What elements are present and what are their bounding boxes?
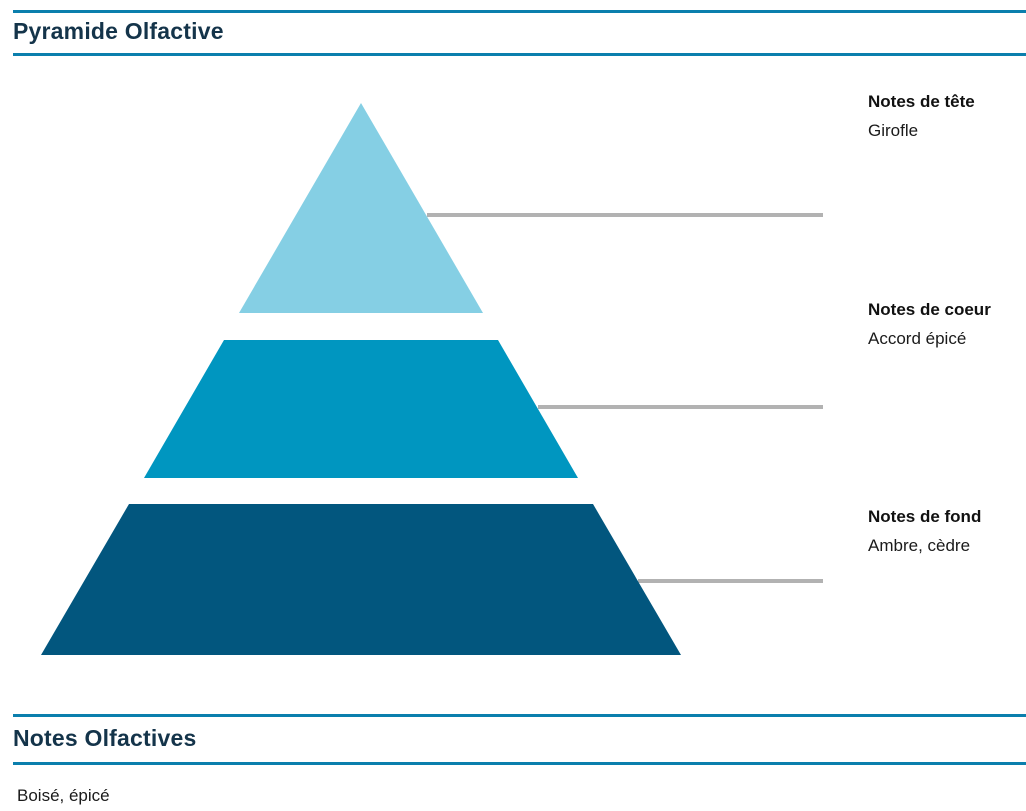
note-group-base: Notes de fond Ambre, cèdre xyxy=(868,506,1026,557)
pyramid-level-base xyxy=(41,504,681,655)
notes-section-title: Notes Olfactives xyxy=(13,725,197,751)
note-value-head: Girofle xyxy=(868,121,919,140)
divider-line xyxy=(13,53,1026,56)
notes-olfactives-value: Boisé, épicé xyxy=(17,786,110,805)
divider-line xyxy=(13,762,1026,765)
pyramid-section-title: Pyramide Olfactive xyxy=(13,18,224,44)
note-label-base: Notes de fond xyxy=(868,507,982,526)
note-value-heart: Accord épicé xyxy=(868,329,967,348)
note-group-heart: Notes de coeur Accord épicé xyxy=(868,299,1026,350)
note-value-base: Ambre, cèdre xyxy=(868,536,971,555)
note-group-head: Notes de tête Girofle xyxy=(868,91,1026,142)
pyramid-level-heart xyxy=(144,340,578,478)
divider-line xyxy=(13,714,1026,717)
note-label-heart: Notes de coeur xyxy=(868,300,991,319)
divider-line xyxy=(13,10,1026,13)
pyramid-level-head xyxy=(239,103,483,313)
note-label-head: Notes de tête xyxy=(868,92,975,111)
